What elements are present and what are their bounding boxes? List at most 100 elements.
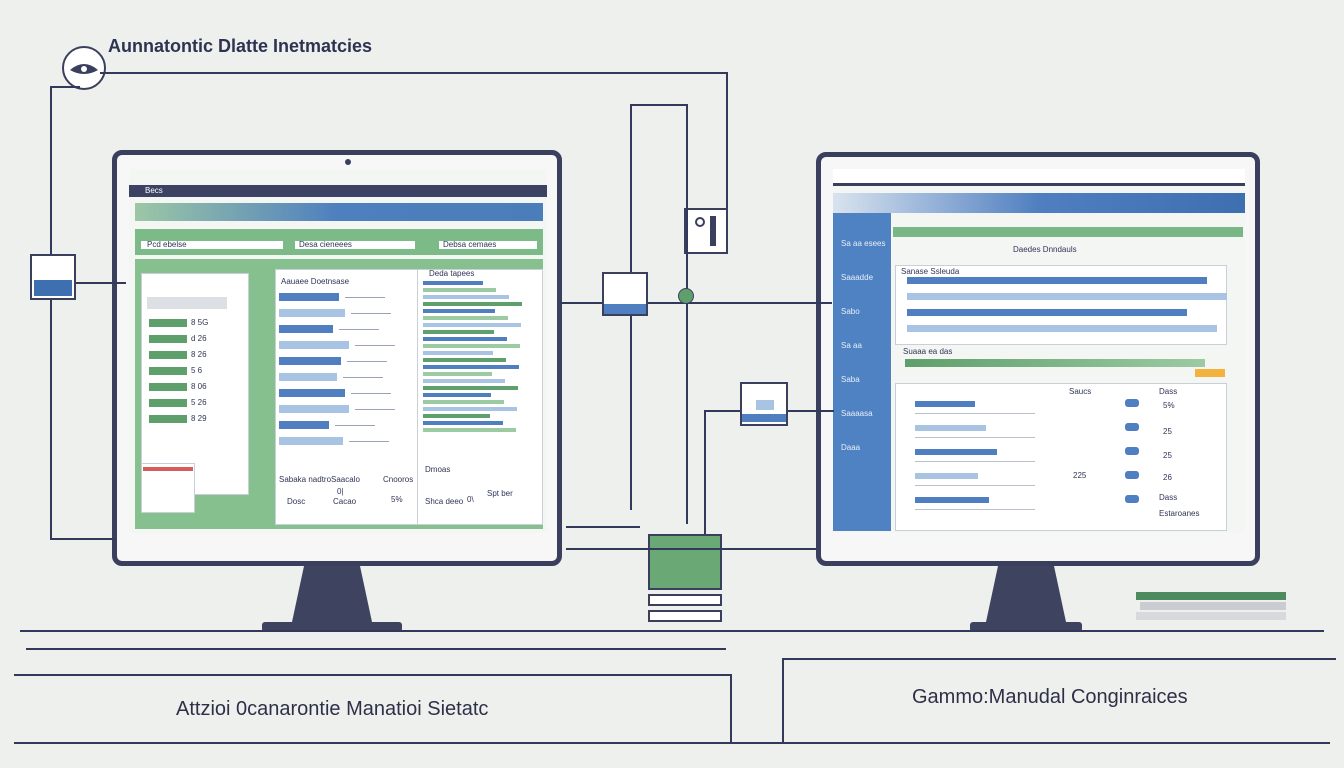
table-value: 25 <box>1163 427 1172 436</box>
progress-bar <box>905 359 1205 367</box>
desk-line <box>782 658 1336 660</box>
chart-stripe <box>423 344 520 348</box>
chart-rule <box>335 425 375 426</box>
connector-line <box>726 72 728 254</box>
chart-stripe <box>423 288 496 292</box>
desk-line <box>20 630 1324 632</box>
chart-stripe <box>423 330 494 334</box>
footer-value: 5% <box>391 495 403 504</box>
footer-label: Dosc <box>287 497 306 506</box>
sidebar-item: Saba <box>841 375 860 384</box>
desk-line <box>26 648 726 650</box>
row-code: 8 5G <box>191 318 209 327</box>
table-chip <box>1125 399 1139 407</box>
card-bar <box>907 309 1187 316</box>
camera-dot <box>345 159 351 165</box>
table-value: 225 <box>1073 471 1087 480</box>
sidebar-item: Sa aa esees <box>841 239 886 248</box>
chart-stripe <box>423 400 504 404</box>
chart-bar <box>279 389 345 397</box>
left-monitor-base <box>262 622 402 632</box>
menu-label: Becs <box>145 186 163 195</box>
connector-line <box>566 548 816 550</box>
chart-stripe <box>423 407 517 411</box>
footer-label: Cacao <box>333 497 357 506</box>
table-row-bar <box>915 497 989 503</box>
panel-title: Deda tapees <box>429 269 475 278</box>
left-monitor: Becs Pcd ebelse Desa cieneees Debsa cema… <box>112 150 562 566</box>
table-row-rule <box>915 437 1035 438</box>
list-panel-header <box>147 297 227 309</box>
table-value: 5% <box>1163 401 1175 410</box>
tab-label: Sanase Ssleuda <box>901 267 960 276</box>
lock-node <box>684 208 728 254</box>
chart-stripe <box>423 365 519 369</box>
chart-bar <box>279 325 333 333</box>
column-head: Saucs <box>1069 387 1092 396</box>
connector-line <box>788 410 834 412</box>
table-row-rule <box>915 509 1035 510</box>
search-input-label: Debsa cemaes <box>443 240 497 249</box>
chart-rule <box>339 329 379 330</box>
desk-line <box>782 658 784 744</box>
table-value: 26 <box>1163 473 1172 482</box>
chart-stripe <box>423 351 493 355</box>
connector-line <box>100 72 728 74</box>
chart-rule <box>343 377 383 378</box>
chart-stripe <box>423 337 507 341</box>
search-input-2[interactable] <box>295 241 415 249</box>
chart-rule <box>351 313 391 314</box>
connector-line <box>566 526 640 528</box>
status-dot <box>678 288 694 304</box>
header-band <box>135 203 543 221</box>
search-input-3[interactable] <box>439 241 537 249</box>
sidebar-item: Sabo <box>841 307 860 316</box>
row-code: d 26 <box>191 334 207 343</box>
footer-value: 0\ <box>467 495 474 504</box>
table-row-bar <box>915 473 978 479</box>
table-row-bar <box>915 449 997 455</box>
chart-stripe <box>423 358 506 362</box>
card-bar <box>907 277 1207 284</box>
footer-label: Dmoas <box>425 465 451 474</box>
right-monitor-base <box>970 622 1082 632</box>
chart-stripe <box>423 372 492 376</box>
search-input-1[interactable] <box>141 241 283 249</box>
sub-label: Suaaa ea das <box>903 347 953 356</box>
left-device-node <box>30 254 76 300</box>
right-monitor-neck <box>986 566 1066 622</box>
caption-right: Gammo:Manudal Conginraices <box>912 686 1188 708</box>
list-row-bar <box>149 415 187 423</box>
logo-badge <box>62 46 106 90</box>
caption-left: Attzioi 0canarontie Manatioi Sietatc <box>176 698 489 720</box>
chart-stripe <box>423 295 509 299</box>
panel-title: Aauaee Doetnsase <box>281 277 350 286</box>
list-panel <box>141 273 249 495</box>
table-value: Dass <box>1159 493 1178 502</box>
table-row-bar <box>915 425 986 431</box>
chart-bar <box>279 437 343 445</box>
chart-rule <box>351 393 391 394</box>
eye-badge-icon <box>70 64 98 74</box>
row-code: 8 06 <box>191 382 207 391</box>
chart-stripe <box>423 302 522 306</box>
bridge-node <box>740 382 788 426</box>
list-row-bar <box>149 335 187 343</box>
right-monitor: Daedes Dnndauls Sanase Ssleuda Suaaa ea … <box>816 152 1260 566</box>
footer-label: Cnooros <box>383 475 414 484</box>
left-monitor-neck <box>292 566 372 622</box>
card-bar <box>907 293 1227 300</box>
menu-bar <box>129 185 547 197</box>
padlock-icon <box>695 216 716 246</box>
top-bar <box>833 169 1245 186</box>
chart-bar <box>279 341 349 349</box>
connector-line <box>704 410 706 536</box>
table-chip <box>1125 447 1139 455</box>
chart-bar <box>279 293 339 301</box>
table-value: 25 <box>1163 451 1172 460</box>
left-sidebar <box>833 213 891 531</box>
search-input-label: Desa cieneees <box>299 240 352 249</box>
table-chip <box>1125 471 1139 479</box>
chart-rule <box>349 441 389 442</box>
popup-stripe <box>143 467 193 471</box>
